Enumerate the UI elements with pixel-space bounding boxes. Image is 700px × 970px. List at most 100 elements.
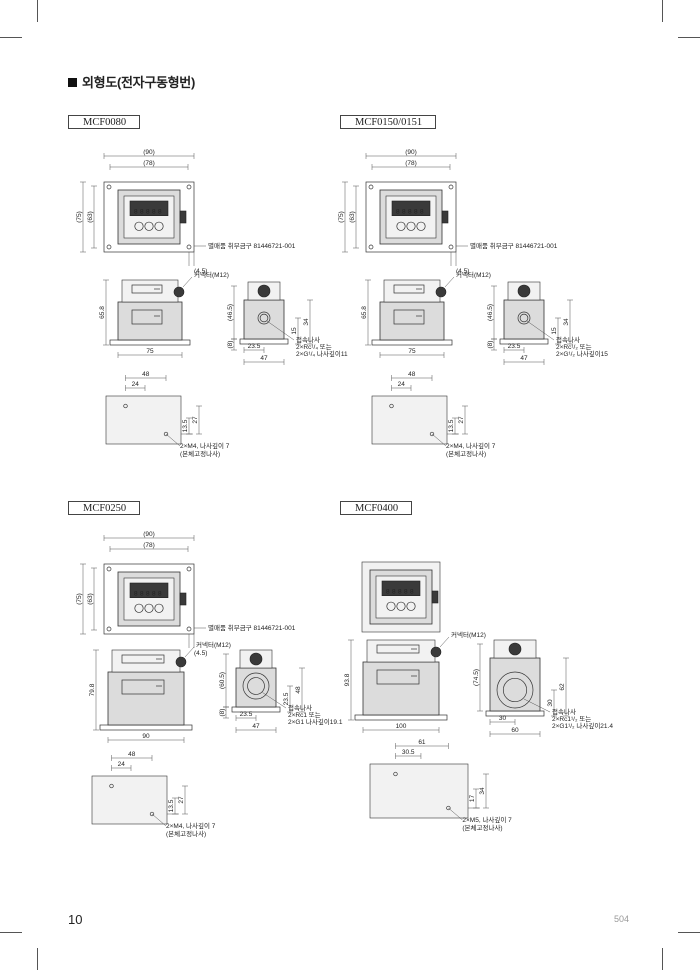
side-height-label: (60.5) (219, 672, 226, 689)
mount-hole-icon (429, 431, 435, 437)
side-height-label: (46.5) (487, 304, 494, 321)
port-note: 2×Rc1¹/₂ 또는 (552, 715, 591, 723)
flow-window (376, 669, 420, 685)
controller-housing (121, 279, 179, 303)
model-tag: MCF0400 (340, 501, 412, 515)
mount-note: (본체고정나사) (462, 823, 502, 832)
mounting-bracket (365, 181, 457, 253)
bracket-hole-icon (106, 626, 112, 632)
leader-line (523, 698, 551, 713)
port-thread-icon (502, 677, 528, 703)
crop-mark (0, 932, 22, 933)
mount-note: (본체고정나사) (446, 449, 486, 458)
bottom-y2-label: 27 (178, 796, 185, 804)
led-digit: 8 (146, 209, 150, 216)
height-outer-label: (75) (76, 593, 83, 605)
overall-length-label: 75 (146, 348, 154, 355)
port-icon (257, 311, 271, 325)
led-digit: 8 (392, 589, 396, 596)
height-outer-label: (75) (76, 211, 83, 223)
led-digit: 8 (140, 209, 144, 216)
port-note: 접속나사 (556, 335, 580, 344)
leader-line (266, 320, 295, 341)
connector-m12-icon (173, 286, 185, 298)
bracket-hole-icon (368, 244, 374, 250)
led-display (129, 200, 169, 216)
port-thread-icon (519, 313, 529, 323)
width-outer-label: (90) (405, 149, 417, 156)
bracket-hole-icon (106, 184, 112, 190)
valve-body (107, 671, 185, 726)
crop-mark (678, 37, 700, 38)
bottom-center-label: 24 (118, 761, 126, 768)
port-note: 2×G1¹/₂ 나사깊이21.4 (552, 721, 613, 730)
bottom-y2-label: 27 (192, 416, 199, 424)
leader-line (182, 276, 193, 288)
side-total-label: 48 (295, 686, 302, 694)
mount-hole-icon (109, 783, 114, 789)
crop-mark (662, 0, 663, 22)
port-note: 접속나사 (296, 335, 320, 344)
side-offset-label: (8) (487, 341, 494, 349)
port-height-label: 30 (547, 699, 554, 707)
led-digit: 8 (414, 209, 418, 216)
bracket-hole-icon (186, 566, 192, 572)
foot-label: (4.5) (194, 650, 207, 657)
connector-label: 커넥터(M12) (451, 630, 486, 639)
connector-label: 커넥터(M12) (194, 270, 229, 279)
connector-m12-icon (257, 284, 271, 298)
leader-line (439, 636, 450, 648)
label-window (121, 654, 165, 664)
section-heading: 외형도(전자구동형번) (68, 72, 195, 91)
model-tag: MCF0250 (68, 501, 140, 515)
led-digit: 8 (404, 589, 408, 596)
connector-m12-icon (175, 656, 187, 668)
side-body (489, 657, 541, 712)
height-inner-label: (63) (87, 211, 94, 223)
leader-line (151, 813, 167, 827)
mount-hole-icon (149, 811, 155, 817)
led-digit: 8 (402, 209, 406, 216)
connector-stub (179, 592, 187, 606)
connector-m12-icon (249, 652, 263, 666)
overall-length-label: 100 (396, 723, 407, 730)
panel-button-icon (144, 603, 154, 613)
bottom-face (105, 395, 182, 445)
side-offset-label: (8) (227, 341, 234, 349)
bracket-hole-icon (106, 566, 112, 572)
width-inner-label: (78) (143, 160, 155, 167)
connector-stub (431, 590, 439, 604)
led-digit: 8 (134, 209, 138, 216)
connector-stub (179, 210, 187, 224)
mount-hole-icon (163, 431, 169, 437)
port-icon (496, 671, 534, 709)
panel-button-icon (134, 603, 144, 613)
panel-button-icon (386, 601, 396, 611)
port-height-label: 15 (291, 327, 298, 335)
port-note: 2×G¹/₄ 나사깊이11 (296, 349, 348, 358)
led-digit: 8 (152, 591, 156, 598)
side-body (235, 667, 277, 708)
bracket-hole-icon (106, 244, 112, 250)
led-digit: 8 (140, 591, 144, 598)
overall-length-label: 75 (408, 348, 416, 355)
bottom-width-label: 48 (408, 371, 416, 378)
led-digit: 8 (386, 589, 390, 596)
side-width-label: 47 (252, 723, 260, 730)
crop-mark (662, 948, 663, 970)
mount-note: (본체고정나사) (166, 829, 206, 838)
led-display (129, 582, 169, 598)
port-icon (242, 672, 270, 700)
led-digit: 8 (410, 589, 414, 596)
led-digit: 8 (158, 591, 162, 598)
led-digit: 8 (152, 209, 156, 216)
width-outer-label: (90) (143, 149, 155, 156)
valve-body (379, 301, 445, 341)
panel-button-icon (144, 221, 154, 231)
mount-hole-icon (446, 805, 451, 811)
connector-label: 커넥터(M12) (196, 640, 231, 649)
panel-button-icon (154, 603, 164, 613)
valve-body (362, 661, 440, 716)
page-number: 10 (68, 912, 83, 927)
